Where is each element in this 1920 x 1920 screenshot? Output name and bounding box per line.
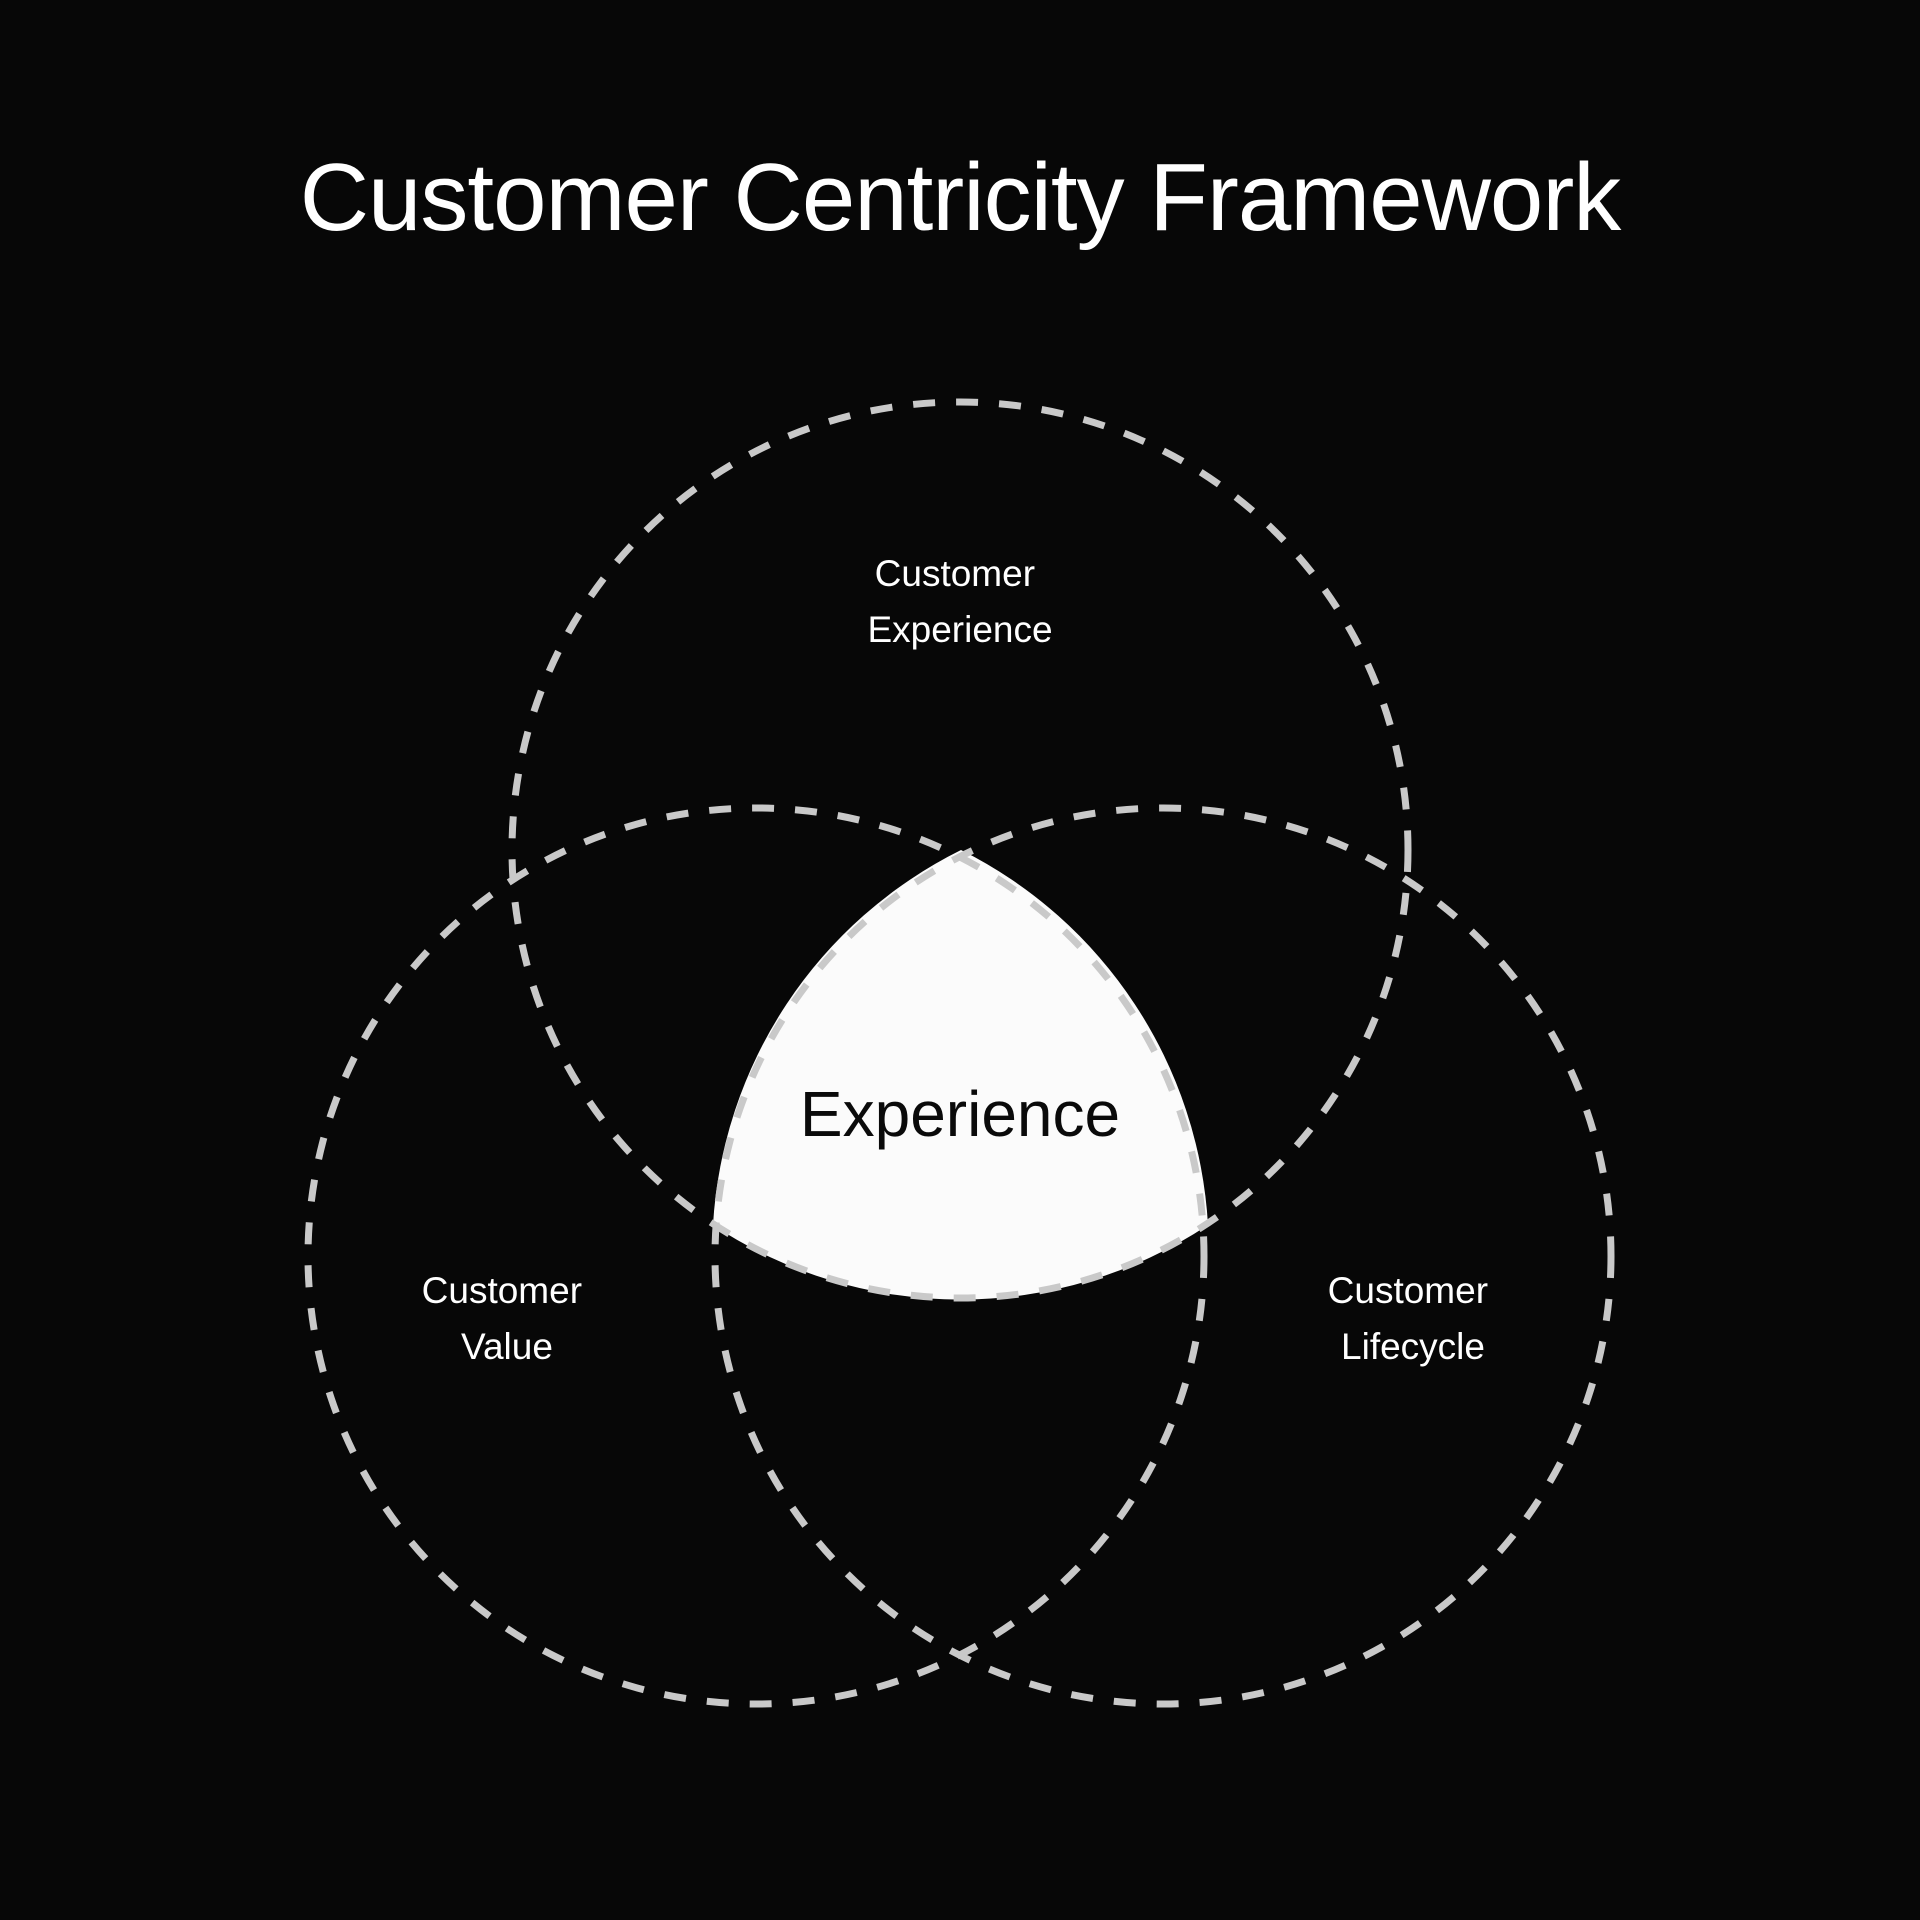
label-customer-lifecycle: Customer Lifecycle [1328,1270,1499,1367]
label-customer-value-line2: Value [461,1326,553,1367]
circle-customer-lifecycle [711,804,1615,1708]
label-customer-value-line1: Customer [422,1270,582,1311]
label-customer-lifecycle-line2: Lifecycle [1341,1326,1485,1367]
label-customer-experience-line1: Customer [875,553,1035,594]
label-customer-experience-line2: Experience [867,609,1052,650]
label-customer-lifecycle-line1: Customer [1328,1270,1488,1311]
label-customer-value: Customer Value [422,1270,593,1367]
circle-customer-value [304,804,1208,1708]
label-customer-experience: Customer Experience [867,553,1052,650]
center-intersection [713,850,1208,1300]
diagram-title: Customer Centricity Framework [299,144,1622,251]
center-label: Experience [800,1078,1120,1150]
circle-customer-experience [508,398,1412,1302]
